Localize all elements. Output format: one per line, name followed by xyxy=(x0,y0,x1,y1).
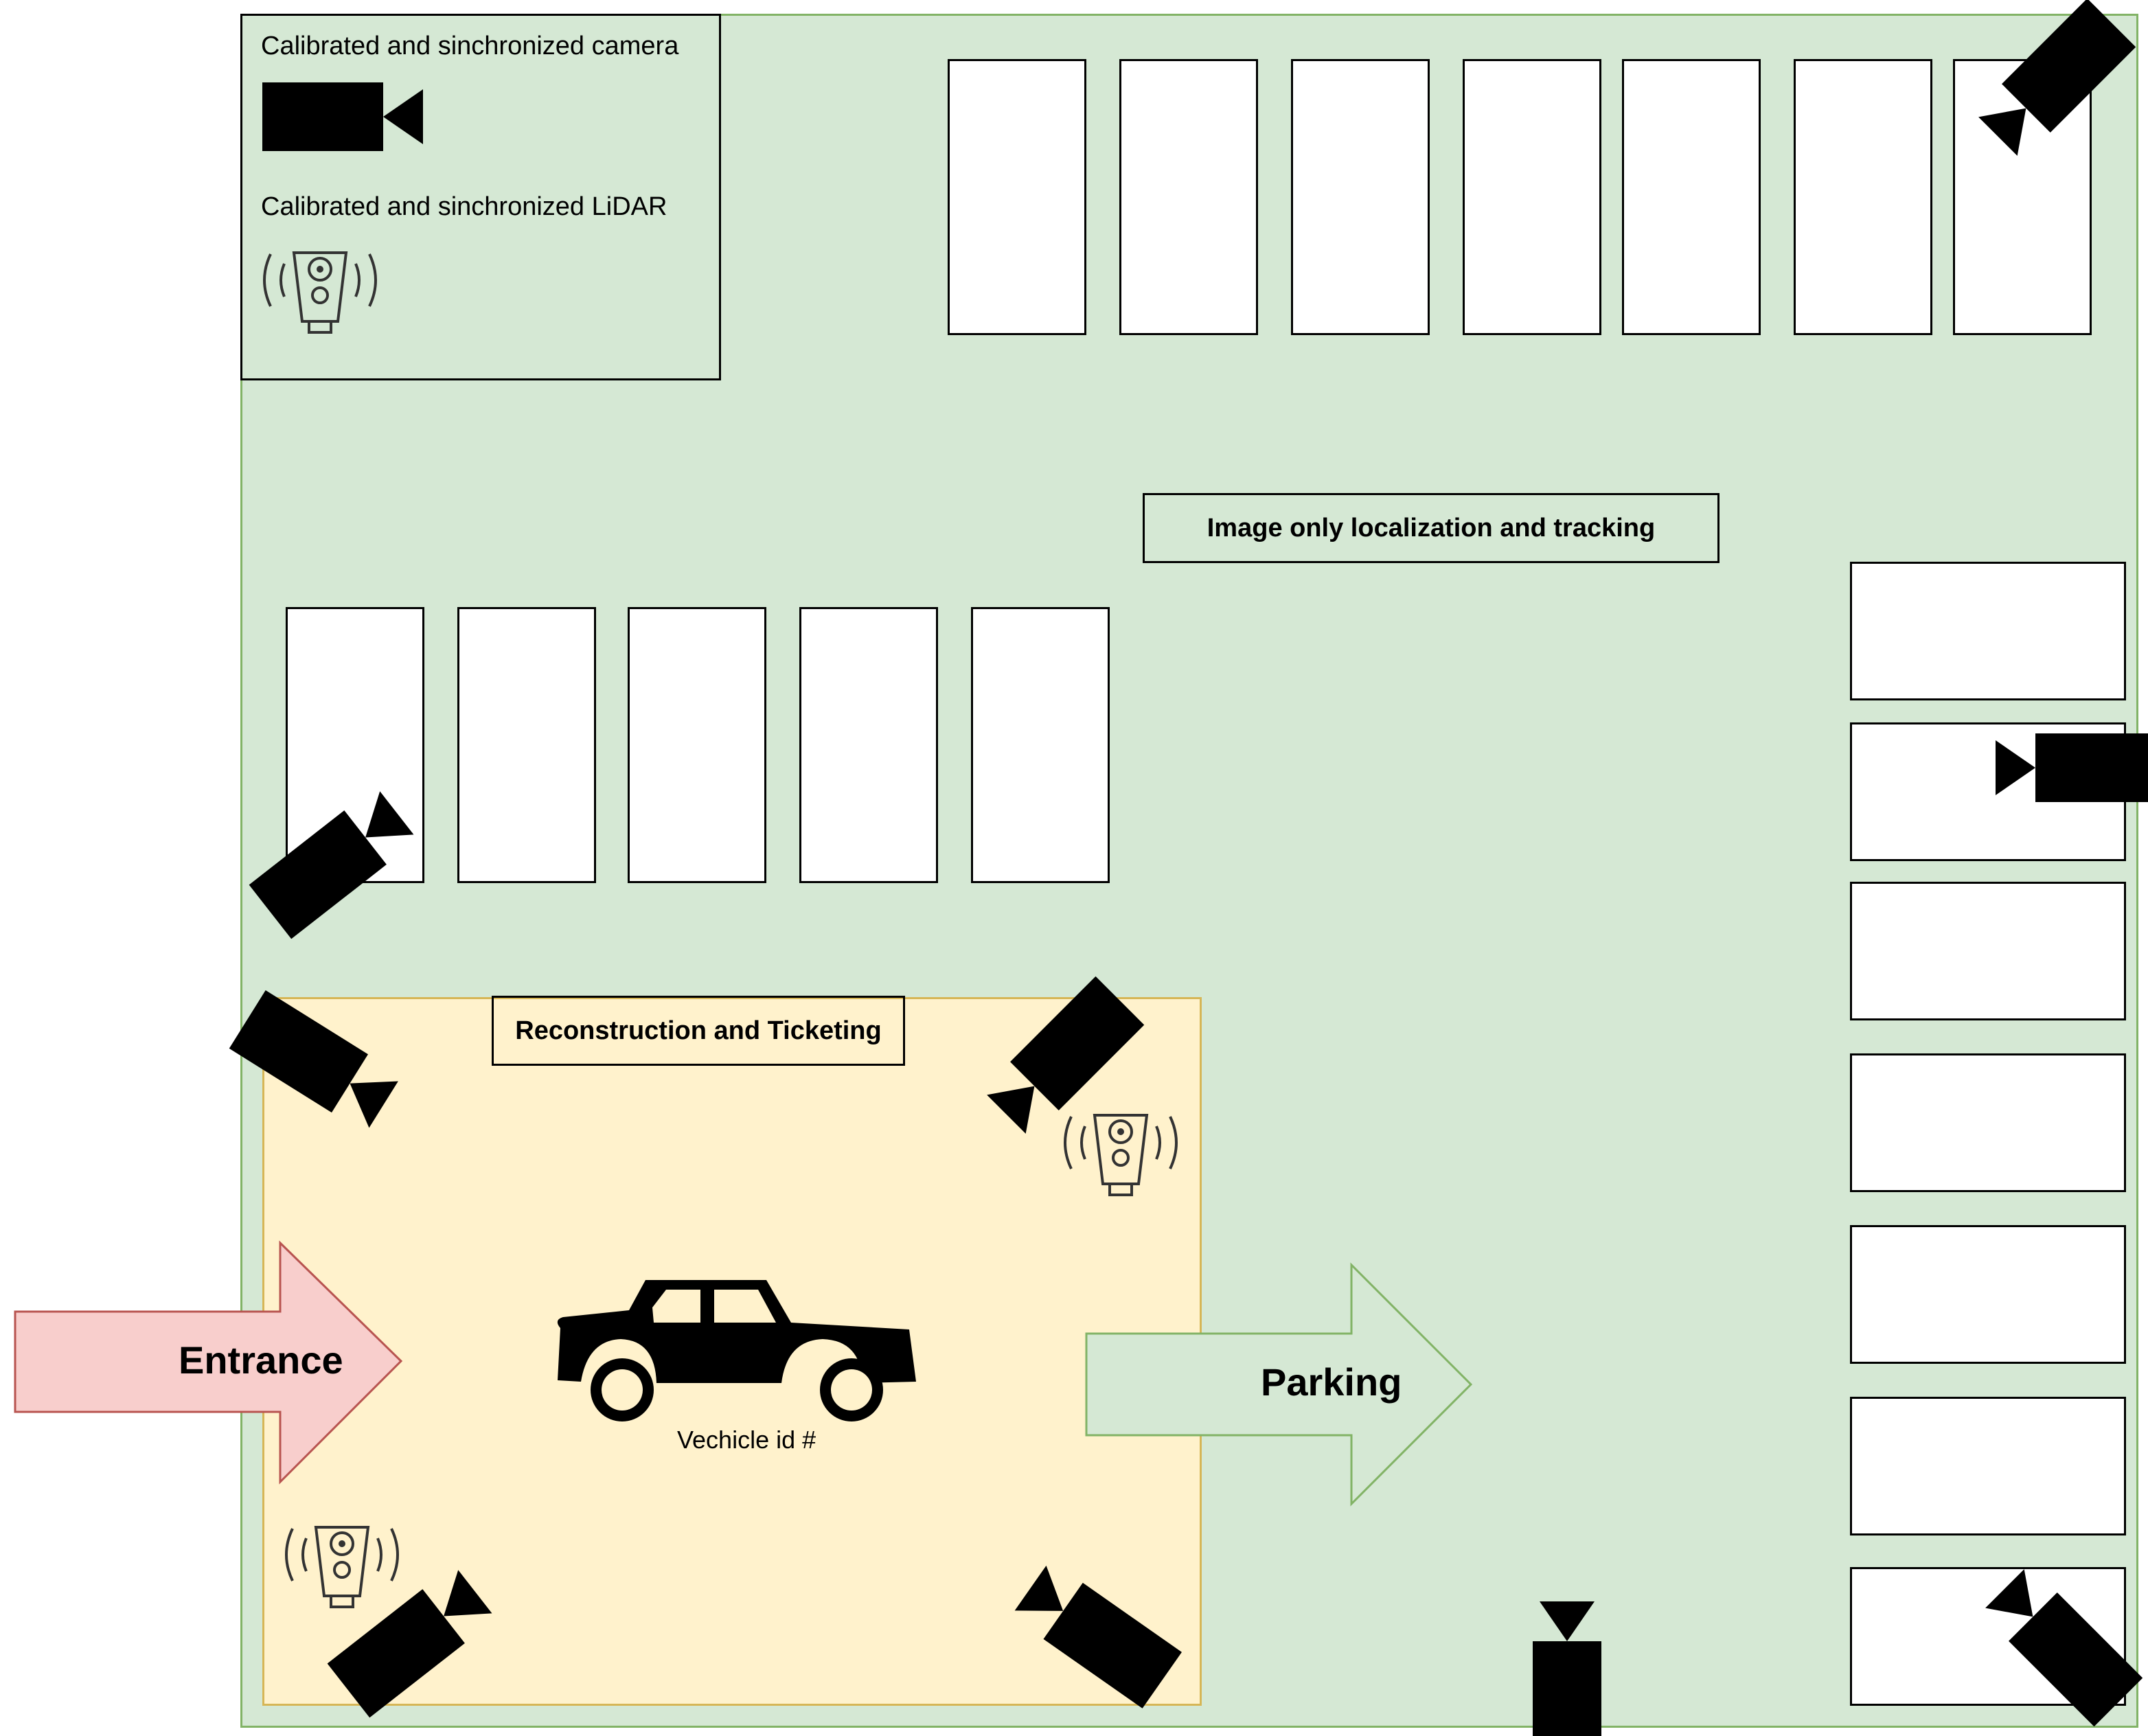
parking-spot xyxy=(1850,882,2126,1020)
camera-icon xyxy=(1996,733,2148,802)
parking-spot xyxy=(971,607,1110,883)
entrance-arrow xyxy=(14,1240,403,1485)
parking-spot xyxy=(1622,59,1761,335)
parking-spot xyxy=(1463,59,1601,335)
car-icon xyxy=(557,1280,916,1421)
parking-spot xyxy=(1850,1397,2126,1535)
legend-camera-label: Calibrated and sinchronized camera xyxy=(261,32,679,60)
camera-icon xyxy=(1533,1601,1601,1736)
parking-spot xyxy=(1291,59,1430,335)
camera-icon xyxy=(1980,1564,2143,1727)
legend-lidar-label: Calibrated and sinchronized LiDAR xyxy=(261,192,667,221)
legend-lidar-icon xyxy=(263,251,377,334)
parking-arrow xyxy=(1085,1262,1473,1507)
camera-icon xyxy=(327,1564,496,1718)
parking-spot xyxy=(1794,59,1932,335)
legend-box xyxy=(240,14,721,380)
camera-icon xyxy=(229,990,402,1134)
parking-spot xyxy=(1119,59,1258,335)
tracking-zone-label: Image only localization and tracking xyxy=(1143,493,1719,563)
parking-spot xyxy=(1850,1225,2126,1364)
parking-spot xyxy=(1850,1053,2126,1192)
vehicle-id-label: Vechicle id # xyxy=(677,1426,816,1454)
camera-icon xyxy=(1010,1560,1182,1709)
parking-label: Parking xyxy=(1261,1360,1402,1404)
entrance-label: Entrance xyxy=(179,1338,343,1382)
lidar-icon xyxy=(285,1526,399,1608)
parking-spot xyxy=(948,59,1086,335)
parking-spot xyxy=(457,607,596,883)
parking-spot xyxy=(1850,562,2126,700)
camera-icon xyxy=(1974,0,2136,161)
lidar-icon xyxy=(1064,1114,1178,1196)
camera-icon xyxy=(249,786,418,939)
parking-spot xyxy=(799,607,938,883)
legend-camera-icon xyxy=(262,82,423,151)
reconstruction-zone-label: Reconstruction and Ticketing xyxy=(492,996,905,1066)
parking-spot xyxy=(628,607,766,883)
